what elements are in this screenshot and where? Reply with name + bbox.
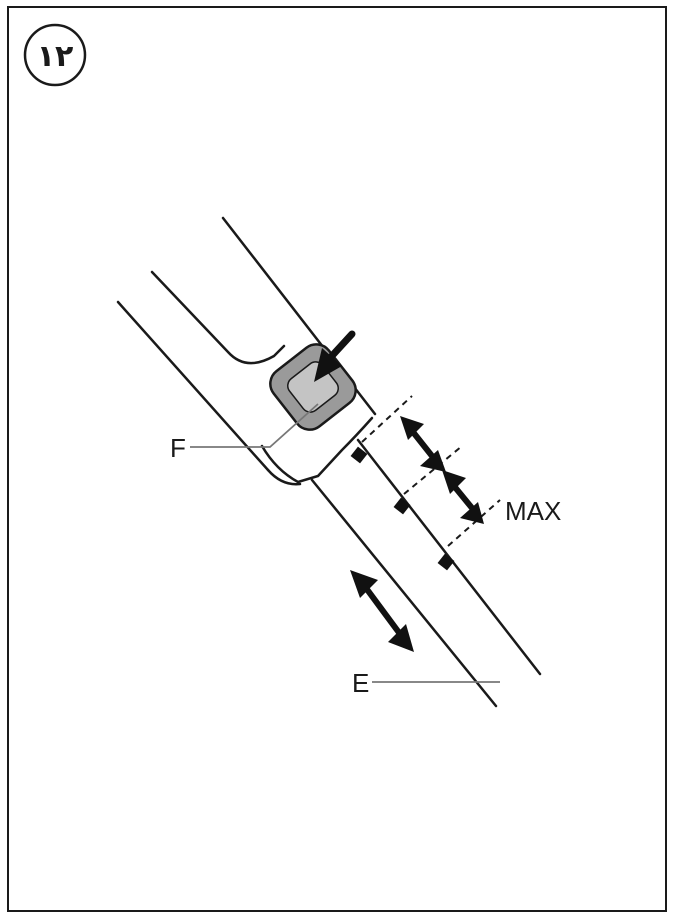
notch-markers — [350, 446, 455, 571]
press-arrow-shaft — [326, 330, 356, 362]
press-arrow-head — [314, 348, 342, 382]
step-badge: ۱۲ — [23, 23, 87, 87]
diagram-frame — [7, 6, 667, 912]
extension-tube — [310, 438, 542, 708]
press-arrow-icon — [314, 330, 356, 382]
adjust-arrows — [350, 416, 484, 652]
label-e: E — [352, 668, 369, 698]
notch-marker — [393, 497, 411, 515]
double-arrow-icon — [350, 570, 414, 652]
step-badge-circle — [23, 23, 87, 87]
label-f: F — [170, 433, 186, 463]
dashed-guide — [447, 499, 501, 547]
tube-left-edge — [310, 478, 498, 708]
dashed-guide — [403, 445, 463, 495]
label-max: MAX — [505, 496, 561, 526]
double-arrow-icon — [400, 416, 446, 472]
notch-marker — [437, 553, 455, 571]
double-arrow-icon — [442, 470, 484, 524]
handle-left-edge — [116, 300, 270, 472]
handle-collar — [260, 416, 374, 484]
step-number: ۱۲ — [37, 39, 74, 74]
leader-lines — [190, 403, 500, 683]
leader-line-f — [190, 403, 319, 448]
dashed-guide — [361, 395, 413, 443]
notch-marker — [350, 446, 368, 464]
dashed-guides — [361, 395, 501, 547]
handle-grip-line — [150, 270, 286, 365]
handle-collar-lower — [266, 468, 302, 486]
